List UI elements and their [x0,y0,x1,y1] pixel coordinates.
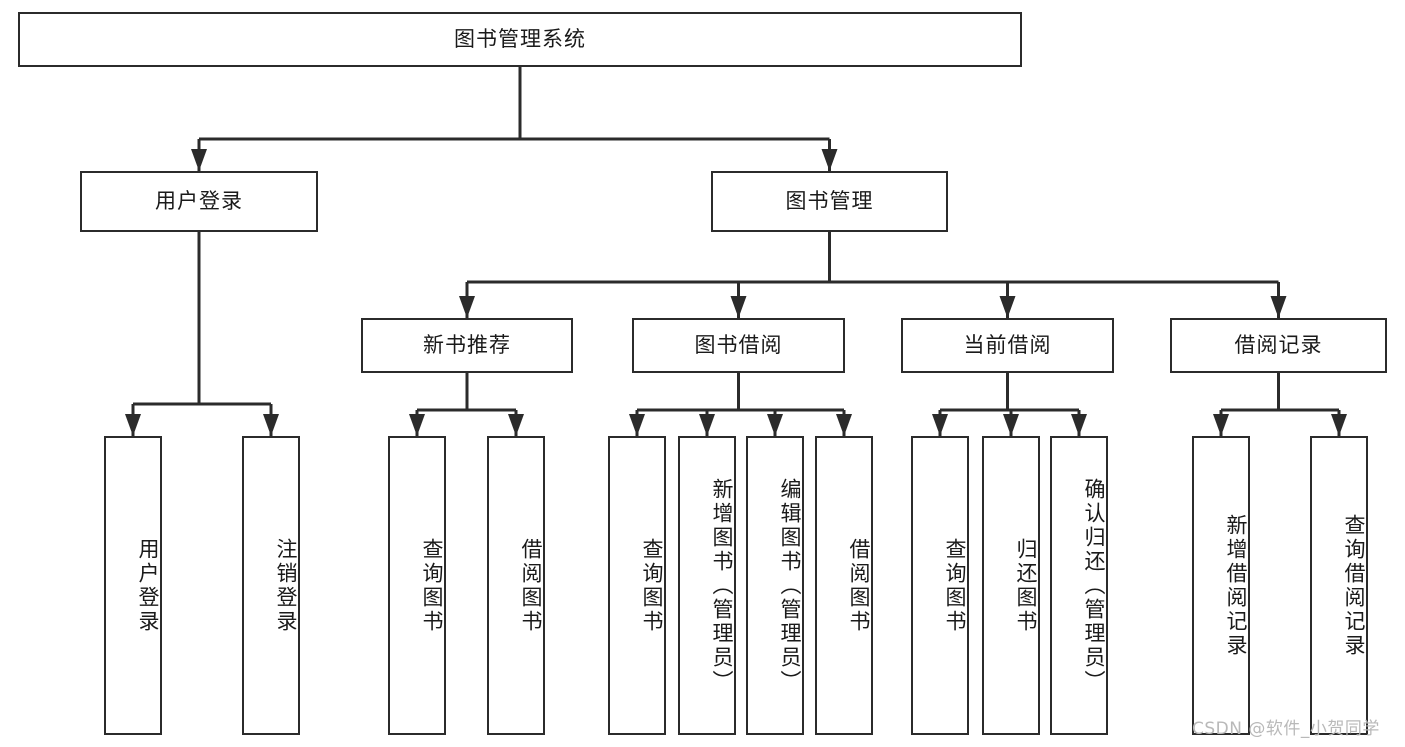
node-l3[interactable]: 查询图书 [388,436,446,735]
node-label: 借阅图书 [847,537,871,634]
watermark: CSDN @软件_小贺同学 [1192,719,1380,739]
node-label: 注销登录 [274,537,298,634]
node-root[interactable]: 图书管理系统 [18,12,1022,67]
arrowhead [409,414,425,436]
node-label: 图书管理系统 [454,27,586,52]
arrowhead [1270,296,1287,318]
arrowhead [191,149,207,171]
node-current[interactable]: 当前借阅 [901,318,1114,373]
node-records[interactable]: 借阅记录 [1170,318,1387,373]
arrowhead [767,414,783,436]
node-l4[interactable]: 借阅图书 [487,436,545,735]
node-label: 查询借阅记录 [1342,513,1366,658]
node-l7[interactable]: 编辑图书（管理员） [746,436,804,735]
node-label: 图书管理 [785,189,874,214]
node-borrow[interactable]: 图书借阅 [632,318,845,373]
node-label: 当前借阅 [963,333,1052,358]
arrowhead [1003,414,1019,436]
node-l11[interactable]: 确认归还（管理员） [1050,436,1108,735]
node-label: 借阅图书 [519,537,543,634]
arrowhead [699,414,715,436]
node-l8[interactable]: 借阅图书 [815,436,873,735]
node-label: 用户登录 [136,537,160,634]
node-l1[interactable]: 用户登录 [104,436,162,735]
arrowhead [1071,414,1087,436]
node-l12[interactable]: 新增借阅记录 [1192,436,1250,735]
arrowhead [125,414,141,436]
node-label: 确认归还（管理员） [1082,477,1106,694]
node-label: 借阅记录 [1234,333,1323,358]
arrowhead [1331,414,1347,436]
arrowhead [629,414,645,436]
arrowhead [508,414,524,436]
arrowhead [263,414,279,436]
node-login[interactable]: 用户登录 [80,171,318,232]
node-l9[interactable]: 查询图书 [911,436,969,735]
arrowhead [836,414,852,436]
node-label: 查询图书 [640,537,664,634]
node-l13[interactable]: 查询借阅记录 [1310,436,1368,735]
node-label: 归还图书 [1014,537,1038,634]
node-l5[interactable]: 查询图书 [608,436,666,735]
node-l2[interactable]: 注销登录 [242,436,300,735]
arrowhead [1213,414,1229,436]
node-label: 用户登录 [155,189,243,214]
node-label: 新增图书（管理员） [710,477,734,694]
arrowhead [932,414,948,436]
node-label: 编辑图书（管理员） [778,477,802,694]
node-l6[interactable]: 新增图书（管理员） [678,436,736,735]
node-label: 图书借阅 [694,333,783,358]
node-label: 新书推荐 [423,333,511,358]
node-newbook[interactable]: 新书推荐 [361,318,573,373]
arrowhead [459,296,475,318]
arrowhead [821,149,838,171]
node-label: 查询图书 [943,537,967,634]
node-l10[interactable]: 归还图书 [982,436,1040,735]
node-label: 查询图书 [420,537,444,634]
node-label: 新增借阅记录 [1224,513,1248,658]
arrowhead [730,296,747,318]
arrowhead [999,296,1016,318]
node-bookmgmt[interactable]: 图书管理 [711,171,948,232]
